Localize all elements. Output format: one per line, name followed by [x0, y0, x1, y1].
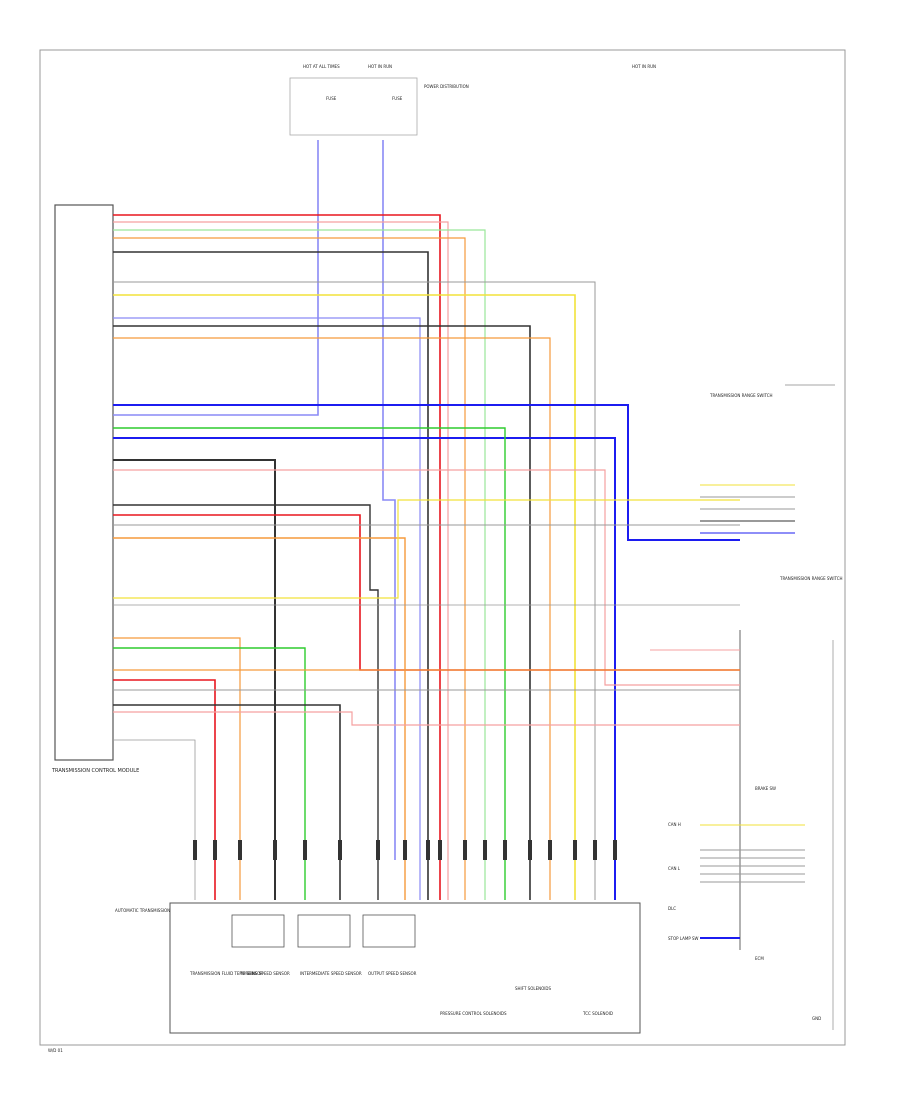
- wire-black-5: [113, 704, 341, 900]
- range-switch-bottom-label: TRANSMISSION RANGE SWITCH: [779, 576, 843, 581]
- connector-pin: [573, 840, 577, 860]
- sensor-box-2: [231, 914, 285, 948]
- can-low-label: CAN L: [668, 866, 681, 871]
- connector-pin: [403, 840, 407, 860]
- ecm-label: ECM: [755, 956, 764, 961]
- connector-pin: [303, 840, 307, 860]
- sensor-label-2: TURBINE SPEED SENSOR: [239, 971, 290, 976]
- connector-pin: [593, 840, 597, 860]
- fuse-box-label-1: FUSE: [326, 96, 337, 101]
- connector-pin: [338, 840, 342, 860]
- sensor-box-3: [297, 914, 351, 948]
- wire-fuse2-feed: [382, 140, 396, 860]
- wire-orange-2: [113, 237, 466, 900]
- can-high-label: CAN H: [668, 822, 681, 827]
- diag-label: DLC: [668, 906, 676, 911]
- tcc-sol-label: TCC SOLENOID: [582, 1011, 613, 1016]
- connectors: [193, 840, 617, 860]
- wire-fuse1-feed: [113, 140, 319, 416]
- stop-lamp-label: STOP LAMP SW: [668, 936, 699, 941]
- connector-pin: [528, 840, 532, 860]
- wire-blue-2: [113, 404, 740, 541]
- power-dist-label: POWER DISTRIBUTION: [424, 84, 469, 89]
- connector-pin: [376, 840, 380, 860]
- wire-gray-5: [113, 739, 196, 900]
- wire-yellow-1: [113, 294, 576, 900]
- fuse-box-label-2: FUSE: [392, 96, 403, 101]
- wire-gray-1: [113, 281, 596, 900]
- wire-orange-6: [113, 637, 241, 900]
- wire-blue-1: [113, 317, 421, 900]
- brake-sw-label: BRAKE SW: [755, 786, 776, 791]
- tcm-box: [54, 204, 114, 761]
- sensor-label-3: INTERMEDIATE SPEED SENSOR: [300, 971, 362, 976]
- connector-pin: [613, 840, 617, 860]
- connector-pin: [193, 840, 197, 860]
- corner-label: W/D 01: [48, 1048, 63, 1053]
- sensor-label-4: OUTPUT SPEED SENSOR: [368, 971, 417, 976]
- transmission-label: AUTOMATIC TRANSMISSION: [115, 908, 170, 913]
- wire-red-1: [113, 214, 441, 900]
- tcm-label: TRANSMISSION CONTROL MODULE: [51, 768, 139, 774]
- transmission-box: [169, 902, 641, 1034]
- ground-label: GND: [812, 1016, 821, 1021]
- shift-sol-label: SHIFT SOLENOIDS: [515, 986, 552, 991]
- connector-pin: [213, 840, 217, 860]
- wire-green-1: [113, 229, 486, 900]
- connector-pin: [483, 840, 487, 860]
- wire-orange-5: [113, 537, 406, 900]
- wire-yellow-2: [113, 499, 740, 599]
- wire-blue-3: [113, 437, 616, 900]
- wire-black-3: [113, 459, 276, 900]
- wires: [113, 140, 805, 939]
- wire-black-2: [113, 325, 531, 900]
- range-switch-title: TRANSMISSION RANGE SWITCH: [709, 393, 773, 398]
- connector-pin: [438, 840, 442, 860]
- connector-pin: [503, 840, 507, 860]
- fuse-hot-label-1: HOT AT ALL TIMES: [303, 64, 340, 69]
- fuse-hot-label-2: HOT IN RUN: [368, 64, 392, 69]
- connector-pin: [463, 840, 467, 860]
- wire-orange-4: [113, 469, 740, 686]
- connector-pin: [548, 840, 552, 860]
- fuse-box-outline: [289, 77, 418, 136]
- wire-green-2: [113, 427, 506, 900]
- wire-red-3: [113, 679, 216, 900]
- pressure-sol-label: PRESSURE CONTROL SOLENOIDS: [440, 1011, 507, 1016]
- wire-orange-3: [113, 337, 551, 900]
- wire-black-1: [113, 251, 429, 900]
- wire-orange-8: [113, 711, 740, 726]
- connector-pin: [238, 840, 242, 860]
- diagram-border: [39, 49, 846, 1046]
- wire-orange-1: [113, 221, 449, 900]
- hot-run-right-label: HOT IN RUN: [632, 64, 656, 69]
- wire-black-4: [113, 504, 379, 900]
- connector-pin: [273, 840, 277, 860]
- connector-pin: [426, 840, 430, 860]
- sensor-box-4: [362, 914, 416, 948]
- sensor-label-1: TRANSMISSION FLUID TEMP SENSOR: [189, 971, 263, 976]
- wire-green-3: [113, 647, 306, 900]
